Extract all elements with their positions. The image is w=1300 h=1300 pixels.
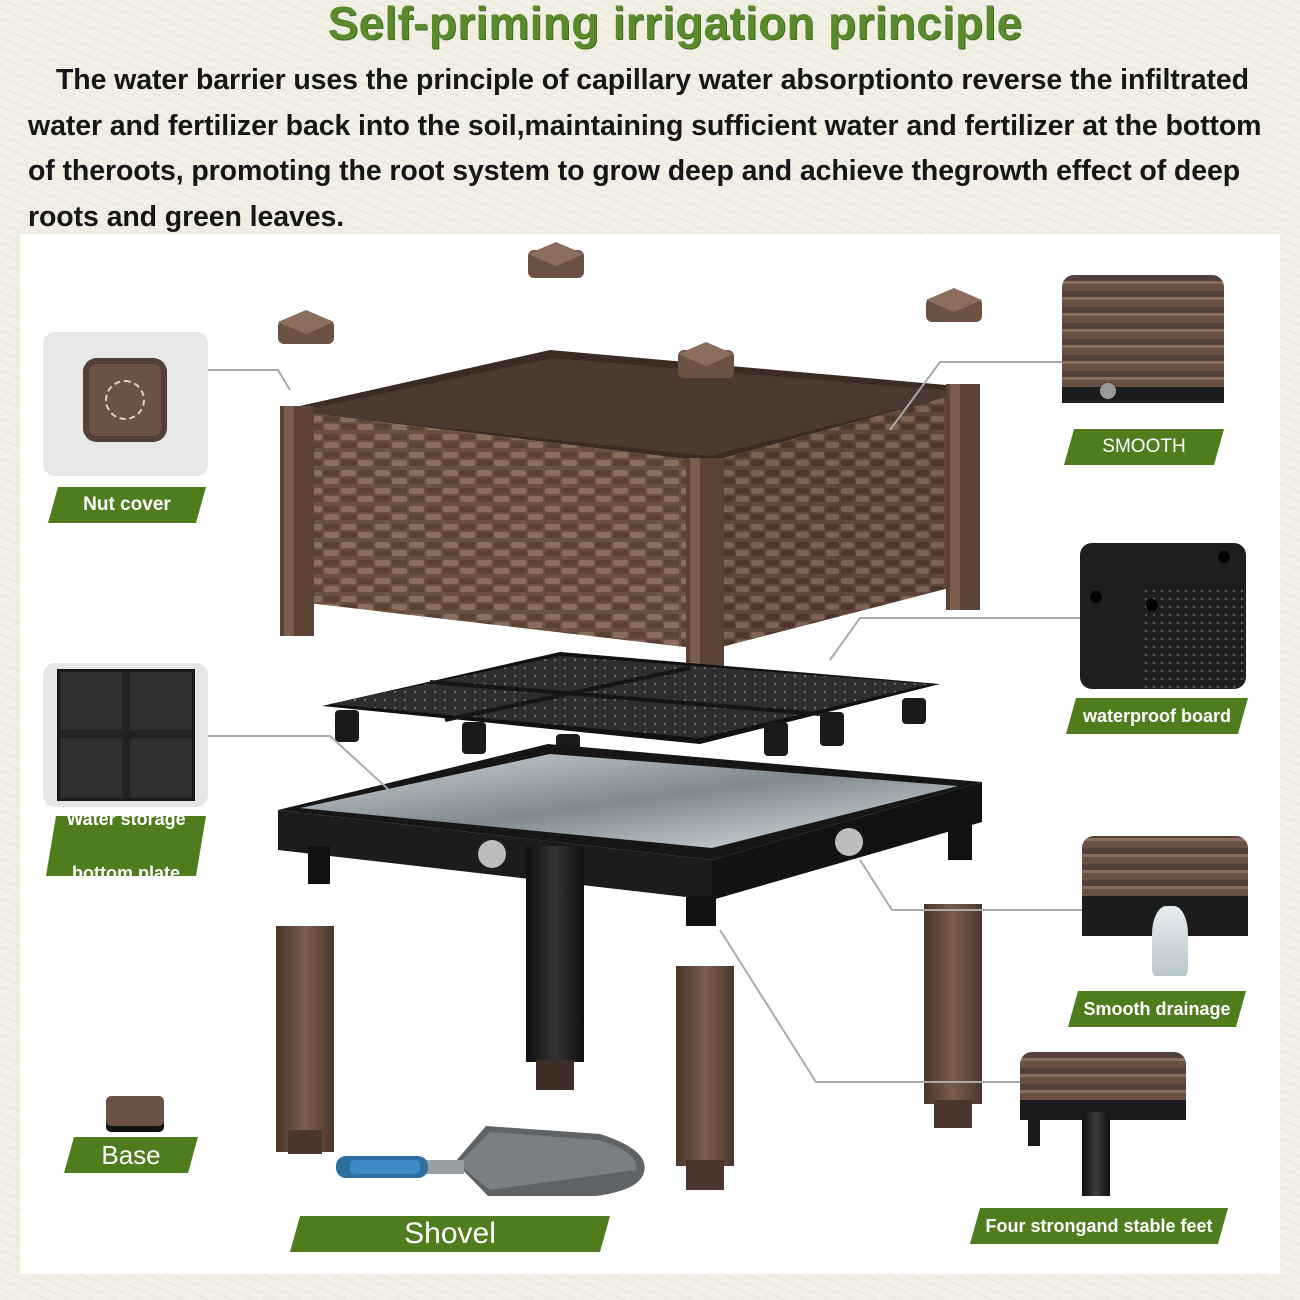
- planter-legs: [276, 846, 982, 1190]
- peg-icon-1: [1090, 591, 1102, 603]
- water-storage-plate: [278, 744, 982, 926]
- feet-label: Four strongand stable feet: [970, 1208, 1228, 1244]
- smooth-weave-image: [1062, 275, 1224, 387]
- foot-post-icon-2: [1028, 1116, 1040, 1146]
- callout-lines: [208, 361, 1082, 1083]
- drainage-weave-image: [1082, 836, 1248, 896]
- screw-ring-icon: [105, 380, 145, 420]
- shovel: [336, 1126, 645, 1196]
- waterproof-board-image: [1142, 587, 1246, 689]
- nut-cap-top: [528, 242, 584, 278]
- base-image: [106, 1096, 164, 1126]
- feet-weave-image: [1020, 1052, 1186, 1100]
- smooth-drainage-thumbnail: [1082, 836, 1248, 980]
- peg-icon-2: [1146, 599, 1158, 611]
- nut-cover-thumbnail: [43, 332, 208, 476]
- water-storage-thumbnail: [43, 663, 208, 807]
- smooth-thumbnail: [1062, 275, 1224, 419]
- feet-thumbnail: [1020, 1052, 1186, 1196]
- peg-icon-3: [1218, 551, 1230, 563]
- water-storage-plate-image: [57, 669, 195, 801]
- rattan-planter-box: [280, 342, 980, 674]
- base-label: Base: [64, 1137, 198, 1173]
- drain-hole-icon: [1100, 383, 1116, 399]
- intro-paragraph: The water barrier uses the principle of …: [28, 64, 1262, 233]
- feet-base-image: [1020, 1100, 1186, 1120]
- page-title: Self-priming irrigation principle: [327, 0, 1023, 49]
- foot-post-icon-1: [1082, 1112, 1110, 1196]
- plate-rib-horizontal: [60, 730, 192, 738]
- nut-cap-right: [926, 288, 982, 322]
- nut-cover-image: [83, 358, 167, 442]
- waterproof-board-label: waterproof board: [1066, 698, 1248, 734]
- smooth-base-image: [1062, 387, 1224, 403]
- smooth-label: SMOOTH: [1064, 429, 1224, 465]
- nut-cap-left: [278, 310, 334, 344]
- shovel-label: Shovel: [290, 1216, 610, 1252]
- waterproof-board: [322, 652, 940, 766]
- water-flow-icon: [1152, 906, 1188, 976]
- smooth-drainage-label: Smooth drainage: [1068, 991, 1246, 1027]
- waterproof-board-thumbnail: [1080, 543, 1246, 689]
- nut-cover-label: Nut cover: [48, 487, 206, 523]
